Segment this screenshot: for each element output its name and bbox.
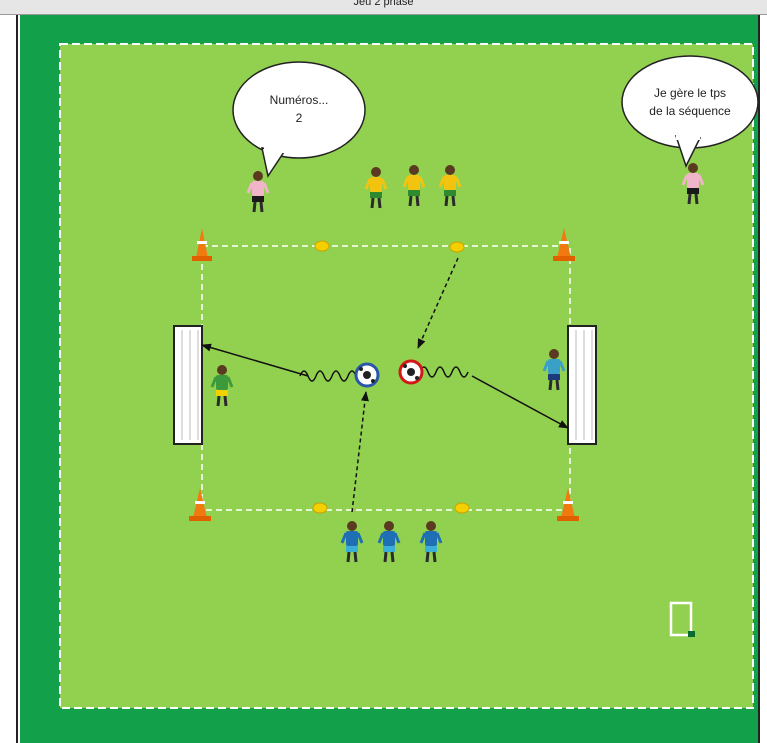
ball-red (398, 359, 424, 385)
bubble-left-line1: Numéros... (270, 93, 329, 107)
bubble-right-line1: Je gère le tps (654, 86, 726, 100)
square-marker-icon (669, 601, 695, 637)
speech-bubble-right: Je gère le tps de la séquence (621, 55, 759, 168)
marker-bottom-left (312, 502, 328, 514)
title-bar: Jeu 2 phase (0, 0, 767, 15)
speech-bubble-left: Numéros... 2 (232, 61, 366, 178)
arrow-shot-right (471, 375, 569, 429)
page-title: Jeu 2 phase (353, 0, 414, 8)
marker-top-left (314, 240, 330, 252)
player-yellow-3 (438, 165, 462, 207)
arrow-pass-top (417, 257, 459, 349)
cone-top-left (192, 228, 212, 261)
right-frame (758, 0, 767, 743)
player-blue-2 (377, 521, 401, 563)
player-yellow-1 (364, 167, 388, 209)
dribble-left (299, 370, 357, 382)
player-blue-1 (340, 521, 364, 563)
goalkeeper-right (542, 349, 566, 391)
player-blue-3 (419, 521, 443, 563)
marker-bottom-right (454, 502, 470, 514)
marker-top-right (449, 241, 465, 253)
coach-left (246, 171, 270, 213)
goalkeeper-left (210, 365, 234, 407)
goal-left (173, 325, 203, 445)
dribble-right (419, 366, 469, 378)
bubble-left-line2: 2 (296, 111, 303, 125)
arrow-pass-bottom (351, 391, 369, 513)
cone-top-right (553, 228, 575, 261)
cone-bottom-right (557, 488, 579, 521)
left-frame (0, 0, 18, 743)
goal-right (567, 325, 597, 445)
arrow-shot-left (201, 343, 309, 377)
ball-blue (354, 362, 380, 388)
player-yellow-2 (402, 165, 426, 207)
bubble-right-line2: de la séquence (649, 104, 731, 118)
cone-bottom-left (189, 488, 211, 521)
coach-right (681, 163, 705, 205)
